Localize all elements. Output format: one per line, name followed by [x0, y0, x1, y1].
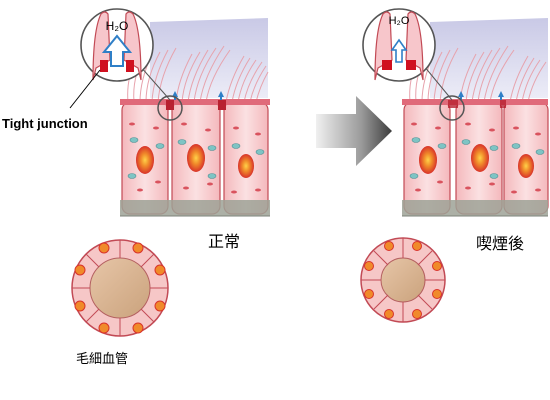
tight-junction-marker [448, 100, 458, 108]
capillary-normal [71, 239, 169, 337]
nucleus [518, 154, 534, 178]
nucleus [187, 144, 205, 172]
capillary-after-smoking [360, 237, 446, 323]
mucus-layer [430, 18, 548, 98]
zoom-marker [157, 95, 183, 121]
tissue-after-smoking [402, 18, 549, 217]
nucleus [238, 154, 254, 178]
tight-junction-leader [69, 69, 101, 109]
water-arrow-large [390, 38, 408, 63]
tight-junction-zoom [406, 60, 416, 70]
tight-junction-marker [218, 100, 226, 110]
magnifier-after-smoking: H₂O [362, 8, 436, 82]
nucleus [136, 146, 154, 174]
tight-junction-marker [500, 100, 506, 108]
tight-junction-zoom [382, 60, 392, 70]
water-label-right: H₂O [389, 15, 410, 27]
capillary-label: 毛細血管 [76, 352, 129, 367]
organelles [129, 122, 261, 194]
normal-label: 正常 [208, 232, 241, 251]
interstitium [120, 200, 270, 216]
tight-junction-label: Tight junction [2, 116, 88, 131]
nucleus [471, 144, 489, 172]
cilia [409, 45, 547, 103]
tissue-normal [120, 18, 270, 217]
mucus-layer [150, 18, 268, 98]
apical-surface [402, 99, 548, 105]
transition-arrow [316, 96, 392, 166]
after-smoking-label: 喫煙後 [476, 234, 525, 253]
organelles [411, 122, 541, 194]
water-arrow-small [458, 91, 504, 100]
nucleus [419, 146, 437, 174]
magnifier-normal: H₂O [80, 8, 154, 82]
tight-junction-marker [166, 100, 174, 110]
water-arrow-large [101, 34, 133, 67]
zoom-marker [439, 95, 465, 121]
tight-junction-zoom [126, 60, 134, 72]
apical-surface [120, 99, 270, 105]
zoom-connector [139, 65, 171, 101]
zoom-connector [423, 65, 453, 101]
organelles [127, 137, 265, 179]
organelles [409, 137, 545, 179]
tight-junction-zoom [100, 60, 108, 72]
water-arrow-small [172, 91, 224, 100]
water-label-left: H₂O [106, 19, 129, 33]
interstitium [402, 200, 548, 216]
